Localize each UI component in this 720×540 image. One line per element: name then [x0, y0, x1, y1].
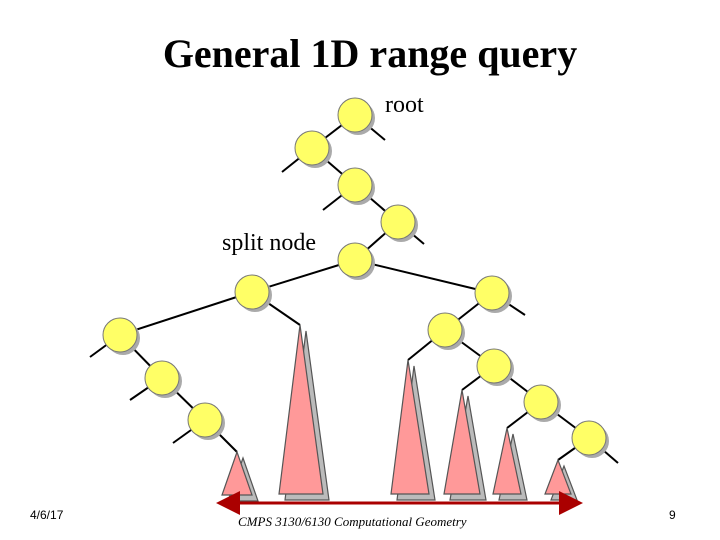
tree-node-root — [337, 97, 373, 133]
footer-date: 4/6/17 — [30, 508, 64, 522]
tree-node — [294, 130, 330, 166]
tree-node — [144, 360, 180, 396]
tree-node — [427, 312, 463, 348]
tree-node — [476, 348, 512, 384]
tree-node — [234, 274, 270, 310]
edge — [119, 291, 253, 336]
subtrees — [221, 324, 578, 502]
page-number: 9 — [669, 508, 676, 522]
tree-node — [474, 275, 510, 311]
tree-node — [380, 204, 416, 240]
slide-title: General 1D range query — [162, 31, 578, 76]
footer-course: CMPS 3130/6130 Computational Geometry — [238, 514, 467, 529]
tree-node — [337, 167, 373, 203]
tree-node — [523, 384, 559, 420]
edge — [354, 259, 493, 294]
tree-node — [571, 420, 607, 456]
split-node-label: split node — [222, 230, 316, 256]
tree-node — [102, 317, 138, 353]
tree-node-split — [337, 242, 373, 278]
tree-nodes — [102, 97, 609, 458]
tree-node — [187, 402, 223, 438]
root-label: root — [385, 92, 424, 118]
